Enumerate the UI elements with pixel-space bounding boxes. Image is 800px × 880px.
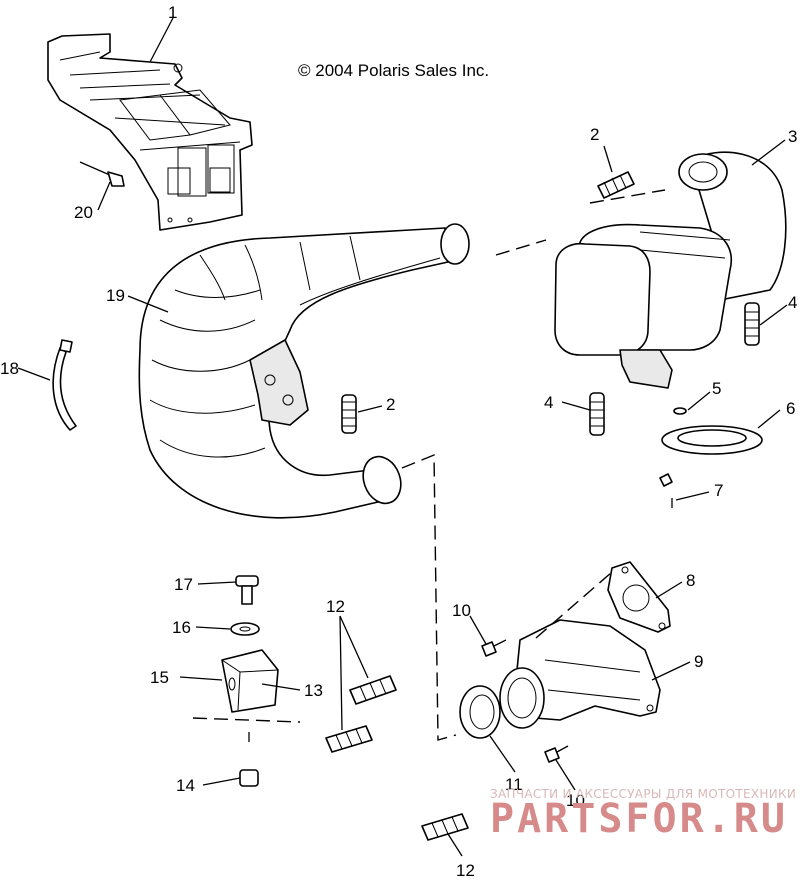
- dashed-centerlines: [192, 189, 666, 741]
- part-8-flange-gasket: [607, 561, 671, 633]
- callout-13: 13: [304, 681, 323, 700]
- part-18-strap: [52, 339, 77, 431]
- part-17-bolt: [235, 575, 259, 605]
- callout-16: 16: [172, 618, 191, 637]
- callout-15: 15: [150, 668, 169, 687]
- part-2-spring-middle: [341, 394, 357, 434]
- part-12-spring-upper: [349, 675, 397, 705]
- leader-lines: [17, 17, 788, 857]
- part-11-ring-gasket: [459, 685, 501, 739]
- part-10-bolt-lower: [544, 745, 569, 763]
- callout-8: 8: [686, 571, 695, 590]
- callout-6: 6: [786, 399, 795, 418]
- callout-2-upper: 2: [590, 125, 599, 144]
- watermark-brand: PARTSFOR.RU: [490, 796, 788, 842]
- part-6-gasket: [661, 425, 763, 455]
- callout-12-upper: 12: [326, 597, 345, 616]
- part-12-spring-bottom: [421, 813, 469, 841]
- part-10-bolt-upper: [481, 639, 507, 657]
- callout-17: 17: [174, 575, 193, 594]
- callout-1: 1: [168, 3, 177, 22]
- callout-19: 19: [106, 286, 125, 305]
- callout-10-upper: 10: [452, 601, 471, 620]
- callout-18: 18: [0, 359, 19, 378]
- part-16-washer: [230, 622, 260, 636]
- part-9-exhaust-manifold: [499, 619, 661, 729]
- callout-2-middle: 2: [386, 395, 395, 414]
- callout-4-right: 4: [788, 293, 797, 312]
- watermark-tagline: ЗАПЧАСТИ И АКСЕССУАРЫ ДЛЯ МОТОТЕХНИКИ: [490, 787, 796, 801]
- callout-14: 14: [176, 776, 195, 795]
- callout-9: 9: [694, 652, 703, 671]
- callout-7: 7: [714, 481, 723, 500]
- callout-5: 5: [712, 379, 721, 398]
- callout-11: 11: [505, 775, 523, 794]
- copyright-text: © 2004 Polaris Sales Inc.: [298, 61, 489, 80]
- part-7-screw: [659, 473, 673, 508]
- part-4-spring-left: [589, 392, 605, 436]
- callout-20: 20: [74, 203, 93, 222]
- part-14-nut: [239, 732, 259, 787]
- watermark: ЗАПЧАСТИ И АКСЕССУАРЫ ДЛЯ МОТОТЕХНИКИ PA…: [490, 787, 796, 842]
- part-4-spring-right: [744, 302, 760, 346]
- callout-12-lower: 12: [456, 861, 475, 880]
- callout-4-left: 4: [544, 393, 553, 412]
- callout-3: 3: [788, 127, 797, 146]
- part-2-spring-upper: [597, 171, 635, 199]
- part-20-pin: [79, 161, 125, 187]
- part-5-clip: [673, 407, 687, 415]
- callout-labels: 1 2 2 3 4 4 5 6 7 8 9 10 10 11 12 12 13 …: [0, 3, 797, 880]
- part-19-expansion-chamber: [138, 223, 470, 519]
- part-12-spring-lower: [325, 725, 373, 753]
- part-1-mounting-bracket: [47, 33, 253, 231]
- part-3-silencer: [554, 151, 787, 389]
- callout-10-lower: 10: [566, 791, 585, 810]
- part-15-mount-bracket: [221, 649, 279, 713]
